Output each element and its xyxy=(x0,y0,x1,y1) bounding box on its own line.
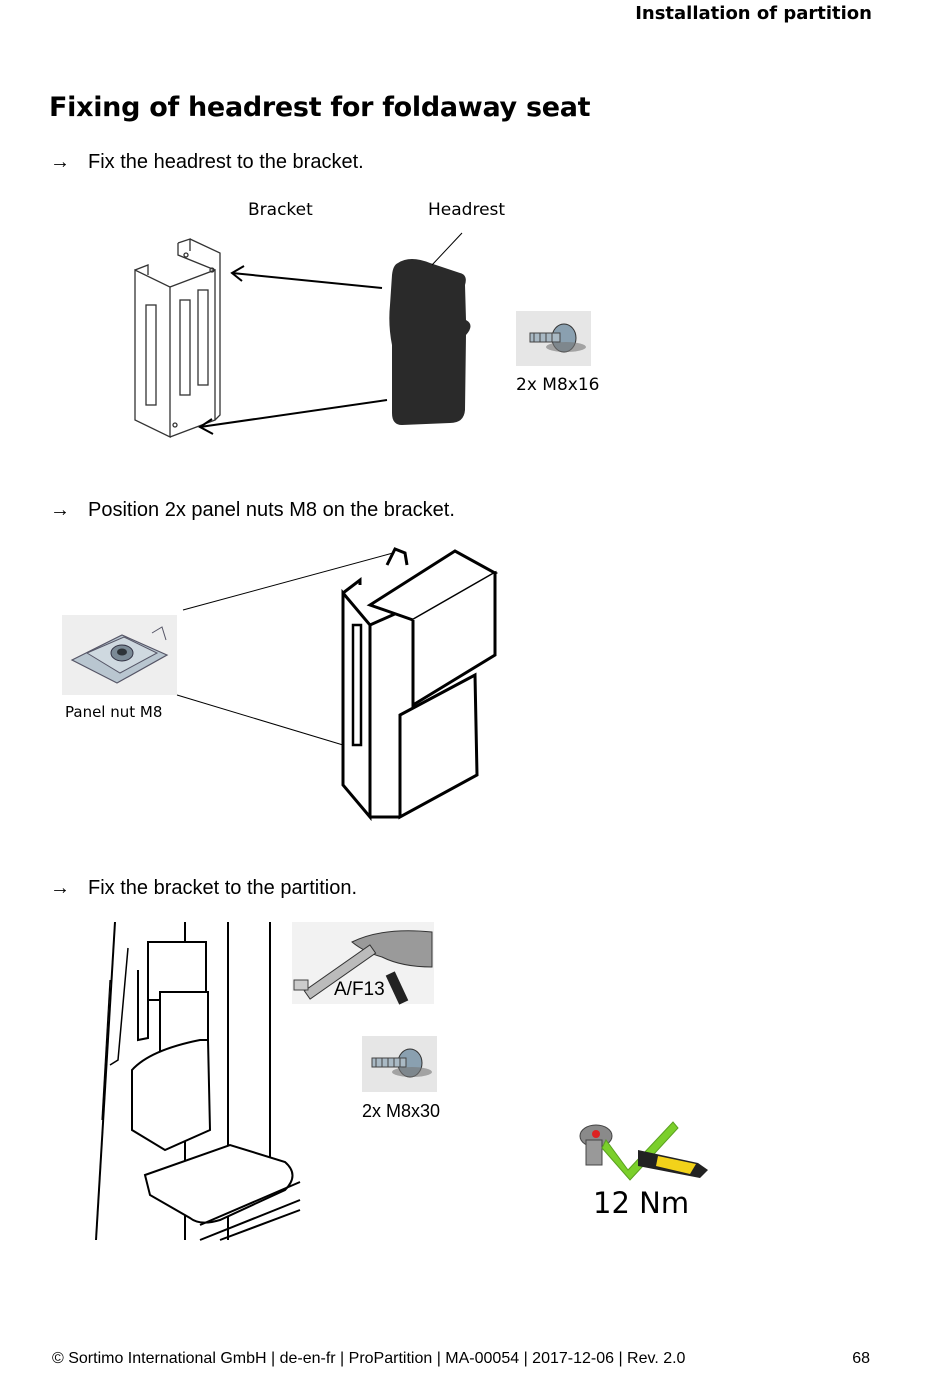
page-title: Fixing of headrest for foldaway seat xyxy=(49,92,591,123)
torque-wrench-check-icon xyxy=(579,1121,708,1181)
step-1-text: Fix the headrest to the bracket. xyxy=(88,151,364,173)
torque-value: 12 Nm xyxy=(593,1186,690,1220)
partition-seat-illustration xyxy=(95,921,301,1241)
assembly-arrows xyxy=(198,232,463,435)
page-number: 68 xyxy=(852,1350,870,1367)
screw-m8x30-label: 2x M8x30 xyxy=(362,1101,441,1121)
step-3-text: Fix the bracket to the partition. xyxy=(88,877,358,899)
screw-m8x16-label: 2x M8x16 xyxy=(516,375,600,395)
bracket-headrest-illustration xyxy=(134,232,471,439)
step-3: → Fix the bracket to the partition. xyxy=(50,877,357,900)
bracket-label: Bracket xyxy=(248,200,313,220)
bracket-drawing xyxy=(134,238,221,439)
arrow-icon: → xyxy=(50,151,70,173)
arrow-icon: → xyxy=(50,499,70,521)
step-2-text: Position 2x panel nuts M8 on the bracket… xyxy=(88,499,455,521)
panel-nut-label: Panel nut M8 xyxy=(65,703,163,721)
headrest-label: Headrest xyxy=(428,200,506,220)
step-1: → Fix the headrest to the bracket. xyxy=(50,151,364,174)
ratchet-wrench-icon xyxy=(292,922,434,1005)
screw-m8x16-icon xyxy=(516,311,591,366)
step-2: → Position 2x panel nuts M8 on the bracke… xyxy=(50,499,455,522)
tool-size-label: A/F13 xyxy=(334,979,385,1000)
seat-drawing xyxy=(131,941,301,1241)
panel-nut-icon xyxy=(62,615,177,695)
headrest-drawing xyxy=(389,259,471,425)
section-header: Installation of partition xyxy=(635,3,872,24)
footer-copyright: © Sortimo International GmbH | de-en-fr … xyxy=(52,1350,686,1367)
arrow-icon: → xyxy=(50,877,70,899)
bracket-panel-nut-illustration xyxy=(176,547,499,822)
bracket-block-drawing xyxy=(341,547,499,822)
screw-m8x30-icon xyxy=(362,1036,437,1092)
